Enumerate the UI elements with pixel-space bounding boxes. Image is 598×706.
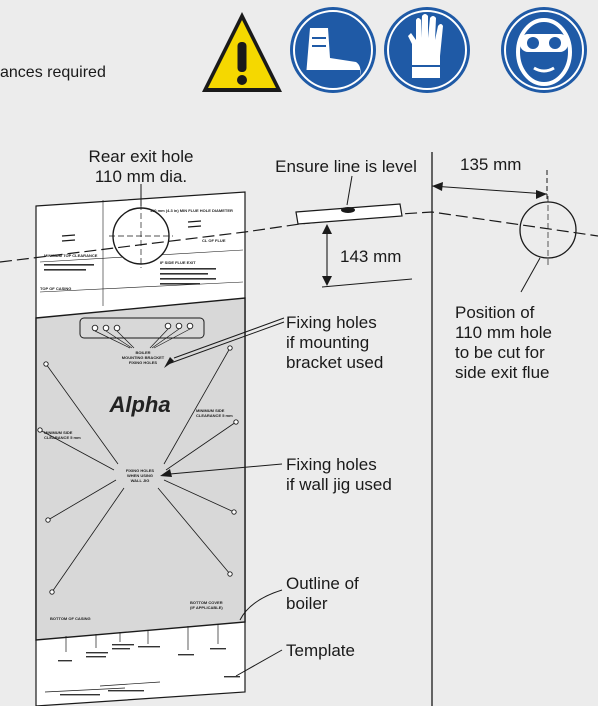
outline-label-2: boiler: [286, 594, 328, 613]
mounting-bracket: [79, 317, 205, 339]
spirit-level: [295, 203, 403, 225]
fixing-bracket-label-1: Fixing holes: [286, 313, 377, 332]
fixing-bracket-label-3: bracket used: [286, 353, 383, 372]
template-leader: [235, 649, 283, 677]
safety-goggles-icon: [501, 7, 587, 93]
outline-leader: [239, 589, 283, 621]
rear-exit-label-1: Rear exit hole: [89, 147, 194, 166]
rear-exit-label-2: 110 mm dia.: [95, 167, 187, 186]
fixing-jig-label-1: Fixing holes: [286, 455, 377, 474]
warning-triangle-icon: [202, 12, 282, 92]
flue-hole-note: 110 mm (4.3 in) MIN FLUE HOLE DIAMETER: [150, 208, 233, 213]
cl-of-flue: CL OF FLUE: [202, 238, 226, 243]
flue-centreline: [0, 211, 598, 263]
jig-leader: [169, 463, 283, 475]
jig-note-2: WHEN USING: [127, 473, 153, 478]
bracket-leader-2: [167, 321, 285, 365]
side-flue-exit: IF SIDE FLUE EXIT: [160, 260, 196, 265]
bracket-note-1: BOILER: [135, 350, 150, 355]
safety-boots-icon: [290, 7, 376, 93]
bottom-cover-1: BOTTOM COVER: [190, 600, 223, 605]
top-of-casing: TOP OF CASING: [40, 286, 71, 291]
fixing-bracket-label-2: if mounting: [286, 333, 369, 352]
dim-135-label: 135 mm: [460, 155, 521, 174]
bottom-of-casing: BOTTOM OF CASING: [50, 616, 91, 621]
position-label-4: side exit flue: [455, 363, 550, 382]
min-side-right-1: MINIMUM SIDE: [196, 408, 225, 413]
safety-gloves-icon: [384, 7, 470, 93]
min-side-left-2: CLEARANCE 5 mm: [44, 435, 81, 440]
fixing-jig-label-2: if wall jig used: [286, 475, 392, 494]
jig-note-1: FIXING HOLES: [126, 468, 155, 473]
bracket-note-2: MOUNTING BRACKET: [122, 355, 165, 360]
template-sheet: 110 mm (4.3 in) MIN FLUE HOLE DIAMETER C…: [35, 191, 246, 706]
position-label-2: 110 mm hole: [455, 323, 552, 342]
ensure-level-label: Ensure line is level: [275, 157, 417, 176]
template-label: Template: [286, 641, 355, 660]
clearances-text: ances required: [0, 64, 106, 81]
outline-label-1: Outline of: [286, 574, 359, 593]
dim-135-line: [431, 185, 548, 195]
bracket-note-3: FIXING HOLES: [129, 360, 158, 365]
brand-logo: Alpha: [108, 392, 170, 417]
bottom-cover-2: (IF APPLICABLE): [190, 605, 223, 610]
min-top-clearance: MINIMUM TOP CLEARANCE: [44, 253, 98, 258]
boiler-outline: [35, 297, 246, 641]
dim-143-label: 143 mm: [340, 247, 401, 266]
position-label-1: Position of: [455, 303, 535, 322]
bracket-leader-1: [173, 317, 285, 359]
min-side-right-2: CLEARANCE 5 mm: [196, 413, 233, 418]
level-leader: [346, 175, 353, 206]
position-label-3: to be cut for: [455, 343, 545, 362]
jig-note-3: WALL JIG: [131, 478, 150, 483]
min-side-left-1: MINIMUM SIDE: [44, 430, 73, 435]
